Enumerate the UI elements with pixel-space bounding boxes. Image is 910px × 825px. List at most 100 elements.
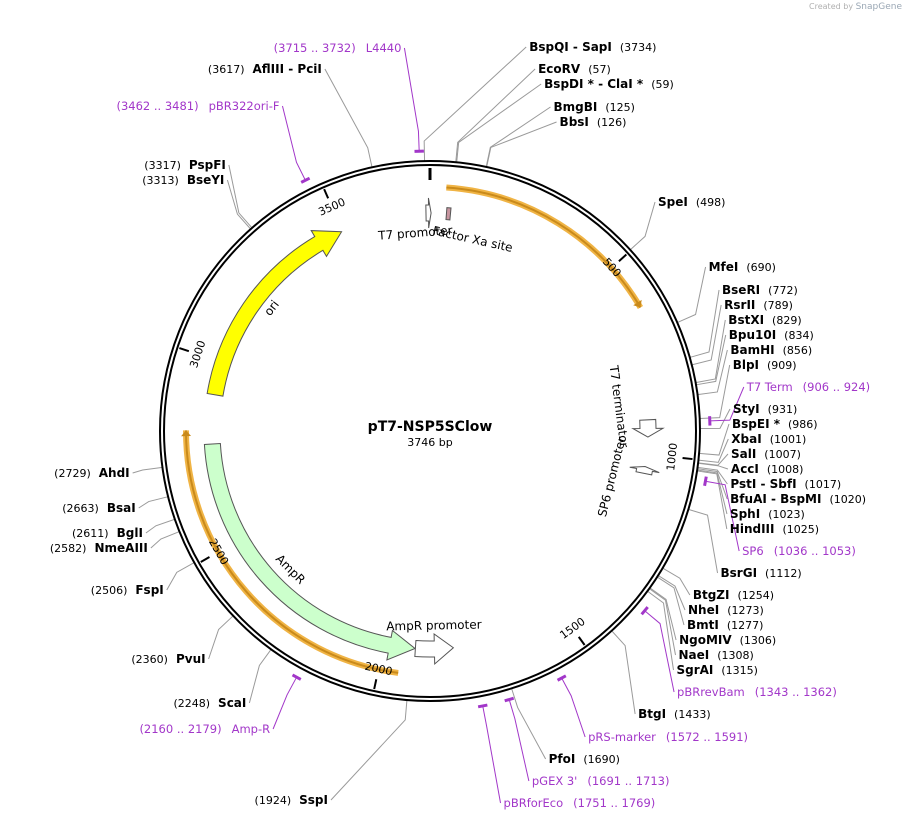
enzyme-position: (2582)	[50, 542, 87, 555]
primer-label: (2160 .. 2179)Amp-R	[139, 722, 270, 736]
enzyme-name: SpeI	[658, 195, 688, 209]
enzyme-label: AccI(1008)	[731, 462, 804, 476]
enzyme-position: (57)	[588, 63, 611, 76]
enzyme-site-mfei: MfeI(690)	[709, 260, 776, 274]
enzyme-label: XbaI (1001)	[731, 432, 806, 446]
t7-terminator-label: T7 terminator	[607, 364, 632, 449]
enzyme-name: SgrAI	[676, 663, 713, 677]
orf-arcs	[181, 184, 644, 676]
enzyme-leader-line	[699, 408, 731, 430]
primer-leader-line	[644, 610, 675, 693]
primer-label: T7 Term(906 .. 924)	[746, 380, 870, 394]
enzyme-label: (2729)AhdI	[54, 466, 129, 480]
primer-mark	[300, 176, 311, 184]
primer-pbrrevbam: pBRrevBam(1343 .. 1362)	[677, 685, 837, 699]
enzyme-name: BsrGI	[721, 566, 758, 580]
enzyme-label: NgoMIV(1306)	[679, 633, 776, 647]
enzyme-position: (1017)	[805, 478, 842, 491]
enzyme-name: XbaI	[731, 432, 761, 446]
enzyme-name: Bpu10I	[729, 328, 776, 342]
primer-leader-line	[403, 47, 420, 152]
enzyme-leader-line	[688, 508, 719, 574]
enzyme-leader-line	[699, 364, 731, 420]
enzyme-label: BlpI(909)	[733, 358, 797, 372]
enzyme-leader-line	[455, 68, 536, 163]
tick-mark	[682, 457, 693, 461]
enzyme-label: (2360)PvuI	[131, 652, 205, 666]
enzyme-leader-line	[662, 567, 691, 596]
enzyme-name: NheI	[688, 603, 719, 617]
enzyme-label: BbsI(126)	[560, 115, 627, 129]
enzyme-position: (986)	[788, 418, 818, 431]
enzyme-leader-line	[696, 470, 728, 530]
enzyme-label: PstI - SbfI(1017)	[730, 477, 841, 491]
primer-mark	[291, 673, 302, 681]
ampr-promoter-feature: AmpR promoter	[386, 618, 482, 666]
enzyme-position: (1306)	[740, 634, 777, 647]
enzyme-position: (856)	[783, 344, 813, 357]
enzyme-leader-line	[611, 630, 636, 715]
primer-leader-line	[281, 105, 306, 181]
enzyme-position: (1277)	[727, 619, 764, 632]
enzyme-position: (772)	[768, 284, 798, 297]
plasmid-size: 3746 bp	[407, 436, 452, 449]
primer-name: pBR322ori-F	[209, 99, 280, 113]
enzyme-label: EcoRV(57)	[538, 62, 611, 76]
primer-sp6: SP6(1036 .. 1053)	[742, 544, 856, 558]
enzyme-label: (2582)NmeAIII	[50, 541, 148, 555]
enzyme-position: (498)	[696, 196, 726, 209]
enzyme-position: (1020)	[829, 493, 866, 506]
enzyme-position: (3617)	[208, 63, 245, 76]
sp6-promoter-arrow	[629, 465, 660, 476]
orf-arrowhead	[181, 430, 192, 437]
tick-label: 2000	[363, 660, 393, 679]
enzyme-leader-line	[697, 349, 728, 396]
enzyme-site-bseri: BseRI(772)	[722, 283, 798, 297]
enzyme-name: BspEI *	[732, 417, 781, 431]
enzyme-leader-line	[228, 164, 253, 229]
primer-leader-line	[508, 699, 530, 782]
primer-range: (1691 .. 1713)	[587, 774, 669, 788]
enzyme-site-ahdi: (2729)AhdI	[54, 466, 129, 480]
tick-label: 2500	[206, 536, 231, 567]
enzyme-site-fspi: (2506)FspI	[91, 583, 164, 597]
enzyme-name: ScaI	[218, 696, 246, 710]
enzyme-leader-line	[456, 83, 542, 163]
primer-name: T7 Term	[746, 380, 793, 394]
enzyme-label: SphI(1023)	[730, 507, 805, 521]
enzyme-site-bspqi-sapi: BspQI - SapI(3734)	[529, 40, 656, 54]
factor-xa-site-arrow	[445, 207, 452, 221]
t7-promoter-label: T7 promoter	[377, 223, 453, 243]
enzyme-position: (1273)	[727, 604, 764, 617]
primer-range: (1751 .. 1769)	[573, 796, 655, 810]
primer-mark	[640, 606, 649, 616]
enzyme-label: (3313)BseYI	[142, 173, 224, 187]
primer-pbrforeco: pBRforEco(1751 .. 1769)	[504, 796, 656, 810]
enzyme-position: (3317)	[144, 159, 181, 172]
enzyme-label: SgrAI(1315)	[676, 663, 757, 677]
enzyme-leader-line	[248, 649, 272, 704]
enzyme-site-pfoi: PfoI(1690)	[549, 752, 620, 766]
enzyme-label: (3617) AflIII - PciI	[208, 62, 322, 76]
enzyme-leader-line	[138, 496, 169, 509]
enzyme-site-bsrgi: BsrGI (1112)	[721, 566, 802, 580]
enzyme-label: BtgZI(1254)	[693, 588, 774, 602]
enzyme-position: (2663)	[62, 502, 99, 515]
enzyme-name: BamHI	[730, 343, 774, 357]
enzyme-position: (1112)	[765, 567, 802, 580]
enzyme-site-sphi: SphI(1023)	[730, 507, 805, 521]
t7-terminator-arrow	[631, 418, 665, 438]
plasmid-name: pT7-NSP5SClow	[368, 419, 493, 435]
enzyme-leader-line	[695, 334, 727, 386]
enzyme-name: BtgI	[638, 707, 666, 721]
orf-arc-core	[185, 430, 399, 674]
backbone-circle	[159, 160, 701, 702]
enzyme-name: AflIII - PciI	[252, 62, 321, 76]
enzyme-position: (1001)	[770, 433, 807, 446]
enzyme-label: SalI(1007)	[731, 447, 801, 461]
enzyme-leader-line	[226, 179, 252, 230]
enzyme-position: (125)	[605, 101, 635, 114]
enzyme-leader-line	[132, 466, 163, 474]
enzyme-leader-line	[657, 575, 686, 611]
